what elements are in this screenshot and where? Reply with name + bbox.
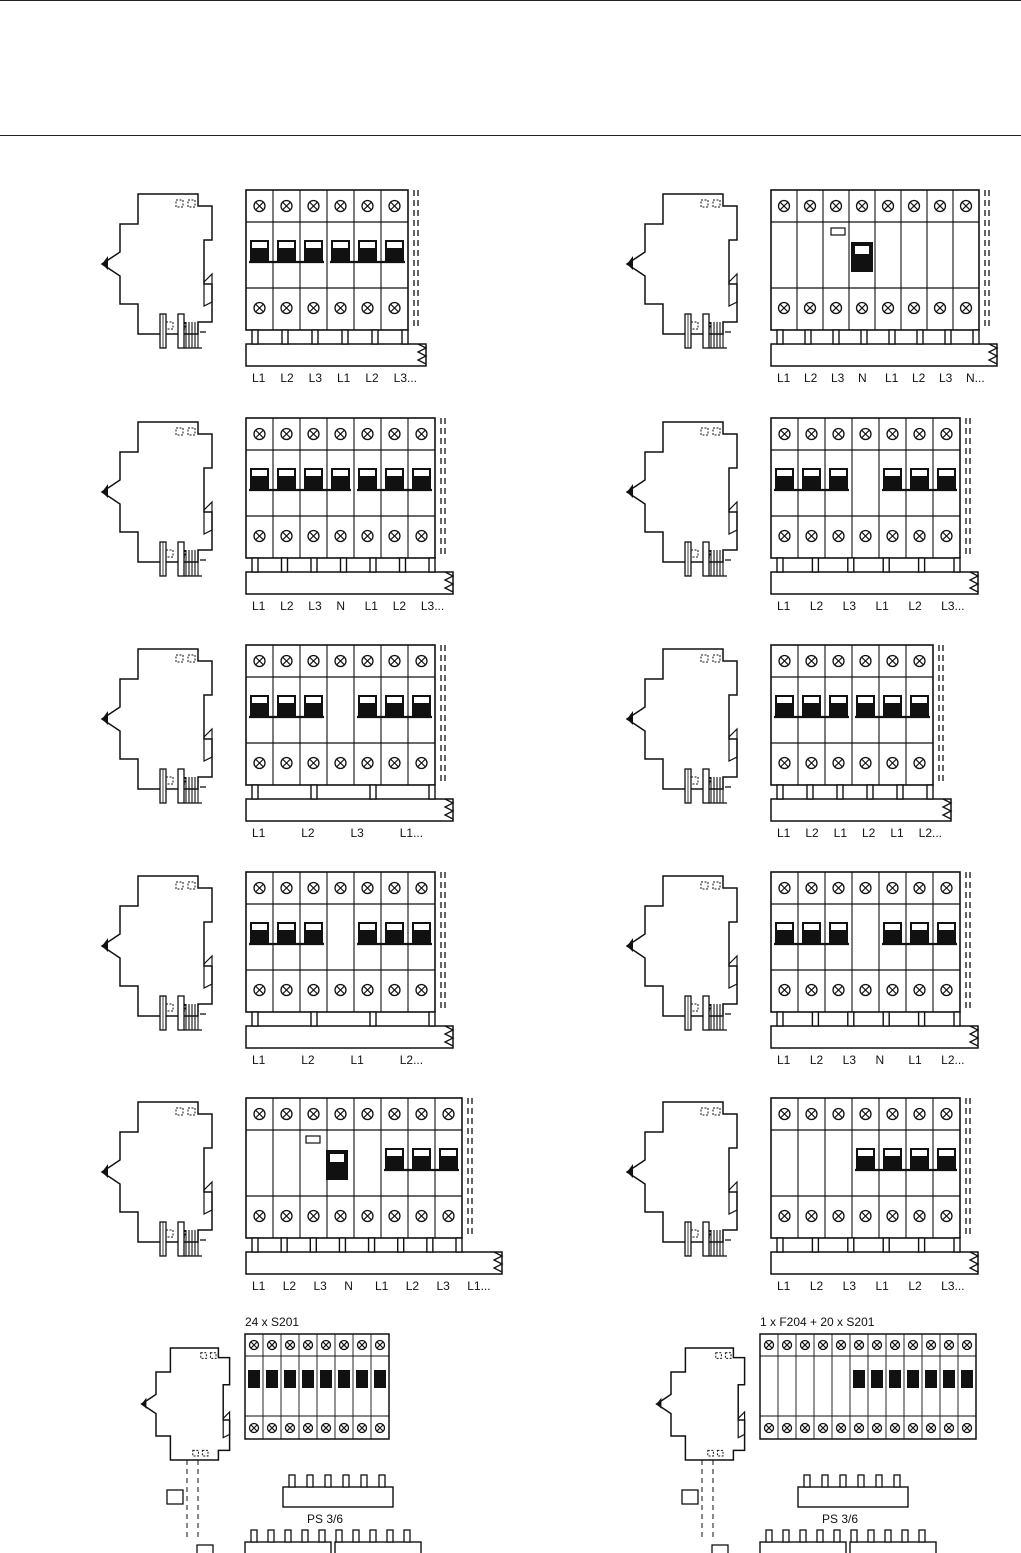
phase-label: L1 [252,371,266,385]
phase-label: L3 [843,1053,857,1067]
diagram-caption: 1 x F204 + 20 x S201 [760,1315,875,1329]
phase-label: L2 [810,599,824,613]
busbar-diagram-r3-left: L1 L2 L3 L1... [100,644,455,840]
phase-label: L2 [301,826,315,840]
phase-label: L3 [437,1279,451,1293]
phase-label: L2 [280,599,294,613]
phase-label: L3... [421,599,444,613]
phase-label: L3 [831,371,845,385]
phase-label: L1 [337,371,351,385]
phase-label: L2 [283,1279,297,1293]
phase-label: L1... [467,1279,490,1293]
phase-label: L3... [941,599,964,613]
phase-label: N [344,1279,353,1293]
phase-label: L3 [351,826,365,840]
busbar-diagram-r5-right: L1 L2 L3 L1 L2 L3... [625,1097,980,1293]
phase-label: N [858,371,867,385]
phase-label: L1 [777,1053,791,1067]
phase-label: L1 [777,826,791,840]
busbar-diagram-r5-left: L1 L2 L3 N L1 L2 L3 L1... [100,1097,504,1293]
busbar-diagram-r2-right: L1 L2 L3 L1 L2 L3... [625,417,980,613]
phase-label: L1 [890,826,904,840]
phase-label: L2... [941,1053,964,1067]
phase-label: L2 [908,599,922,613]
header-rule [0,135,1021,136]
phase-label: L2 [862,826,876,840]
phase-label: L2 [912,371,926,385]
busbar-diagram-r2-left: L1 L2 L3 N L1 L2 L3... [100,417,455,613]
phase-label: L1 [777,1279,791,1293]
phase-label: L2... [919,826,942,840]
phase-label: L2 [406,1279,420,1293]
phase-label: L1 [375,1279,389,1293]
phase-label: L2 [393,599,407,613]
phase-label: L3 [309,371,323,385]
busbar-diagram-r3-right: L1 L2 L1 L2 L1 L2... [625,644,953,840]
phase-label: N [336,599,345,613]
phase-label: L2 [810,1279,824,1293]
bar-label: PS 3/6 [822,1512,858,1526]
phase-label: L1 [365,599,379,613]
phase-label: L3 [939,371,953,385]
phase-label: L3 [843,599,857,613]
diagram-caption: 24 x S201 [245,1315,299,1329]
phase-label: L3 [843,1279,857,1293]
phase-label: L2... [400,1053,423,1067]
busbar-diagram-r4-left: L1 L2 L1 L2... [100,871,455,1067]
phase-label: L1 [252,826,266,840]
phase-label: N... [966,371,985,385]
phase-label: L1 [876,1279,890,1293]
phase-label: N [876,1053,885,1067]
phase-label: L2 [805,826,819,840]
bar-label: PS 3/6 [307,1512,343,1526]
busbar-diagram-r1-right: L1 L2 L3 N L1 L2 L3 N... [625,189,999,385]
phase-label: L3 [314,1279,328,1293]
phase-label: L1 [351,1053,365,1067]
phase-label: L1 [252,599,266,613]
busbar-diagram-r1-left: L1 L2 L3 L1 L2 L3... [100,189,428,385]
phase-label: L2 [908,1279,922,1293]
phase-label: L1 [252,1279,266,1293]
phase-label: L2 [810,1053,824,1067]
phase-label: L1 [876,599,890,613]
phase-label: L1 [908,1053,922,1067]
busbar-diagram-r4-right: L1 L2 L3 N L1 L2... [625,871,980,1067]
phase-label: L2 [804,371,818,385]
phase-label: L3... [941,1279,964,1293]
phase-label: L2 [365,371,379,385]
top-rule [0,0,1021,1]
phase-label: L1 [834,826,848,840]
phase-label: L1 [777,371,791,385]
phase-label: L3... [394,371,417,385]
phase-label: L1 [777,599,791,613]
phase-label: L1 [885,371,899,385]
phase-label: L2 [280,371,294,385]
phase-label: L3 [308,599,322,613]
phase-label: L1... [400,826,423,840]
phase-label: L1 [252,1053,266,1067]
phase-label: L2 [301,1053,315,1067]
